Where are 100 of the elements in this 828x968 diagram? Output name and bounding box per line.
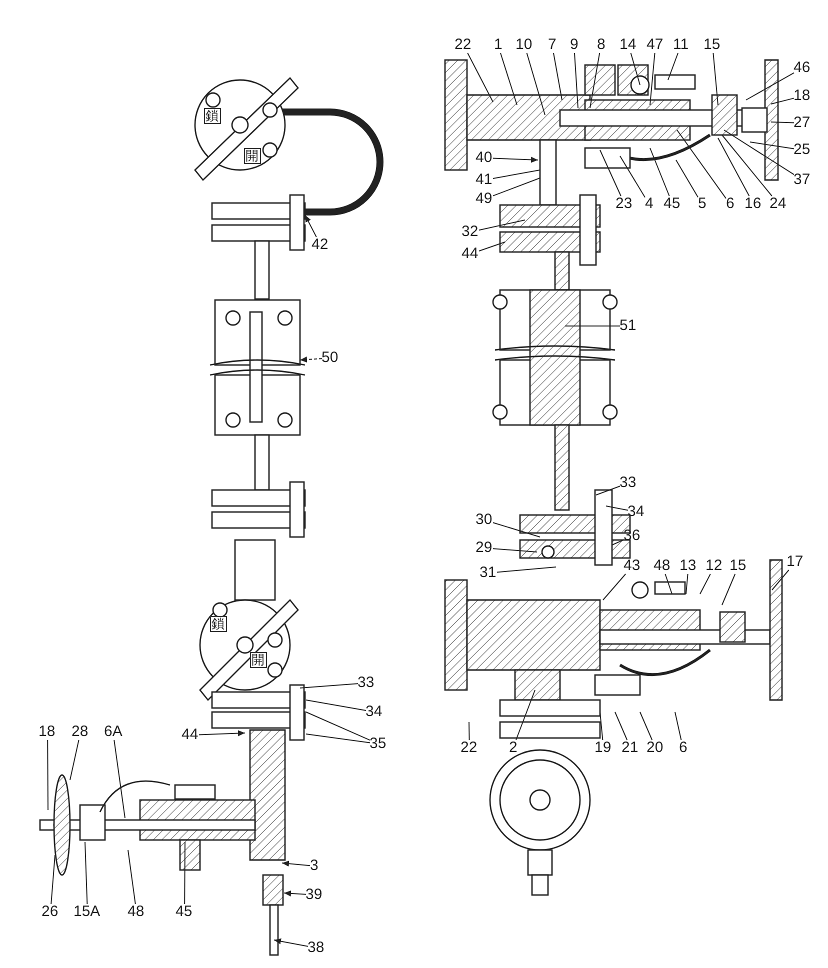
callout-number: 16 — [744, 196, 762, 212]
leader-line — [770, 98, 794, 104]
callout-number: 18 — [794, 88, 810, 104]
callout-number: 34 — [366, 704, 382, 720]
plate-character: 鎖 — [204, 108, 220, 124]
callout-number: 38 — [308, 940, 324, 956]
callout-number: 17 — [786, 554, 804, 570]
callout-number: 1 — [494, 37, 502, 53]
callout-number: 37 — [794, 172, 810, 188]
leader-line — [47, 740, 48, 810]
leader-line — [516, 690, 536, 740]
leader-line — [282, 860, 310, 867]
leader-line — [770, 122, 794, 124]
callout-number: 15A — [74, 904, 100, 920]
leader-line — [590, 52, 600, 108]
leader-line — [676, 130, 726, 199]
leader-line — [600, 150, 622, 196]
leader-line — [284, 890, 306, 896]
leader-line — [722, 134, 772, 196]
callout-number: 51 — [620, 318, 636, 334]
callout-number: 45 — [176, 904, 192, 920]
plate-character: 鎖 — [210, 616, 226, 632]
callout-number: 22 — [460, 740, 478, 756]
leader-line — [718, 138, 750, 196]
leader-line — [300, 356, 322, 363]
plate-character: 開 — [244, 148, 260, 164]
leader-line — [492, 178, 540, 196]
callout-number: 48 — [654, 558, 670, 574]
leader-line — [606, 506, 628, 511]
leader-line — [526, 52, 546, 116]
leader-line — [306, 700, 366, 711]
callout-number: 15 — [730, 558, 746, 574]
leader-line — [620, 156, 646, 198]
leader-line — [84, 842, 88, 904]
leader-line — [746, 72, 794, 100]
leader-line — [722, 574, 736, 606]
callout-number: 45 — [664, 196, 680, 212]
leader-line — [664, 574, 672, 594]
callout-number: 48 — [128, 904, 144, 920]
callout-number: 4 — [645, 196, 654, 212]
callout-number: 15 — [704, 37, 720, 53]
callout-number: 40 — [476, 150, 492, 166]
leader-line — [712, 52, 718, 106]
leader-line — [468, 722, 470, 740]
callout-number: 23 — [616, 196, 632, 212]
callout-number: 50 — [322, 350, 338, 366]
callout-number: 6A — [104, 724, 122, 740]
leader-line — [306, 734, 370, 744]
leader-line — [676, 160, 698, 198]
leader-line — [596, 486, 620, 496]
leader-line — [640, 712, 653, 740]
callout-number: 14 — [620, 37, 636, 53]
callout-number: 18 — [38, 724, 56, 740]
callout-number: 49 — [476, 191, 492, 207]
callout-number: 5 — [698, 196, 706, 212]
callout-number: 33 — [358, 675, 374, 691]
callout-number: 46 — [794, 60, 810, 76]
callout-number: 44 — [462, 246, 478, 262]
callout-number: 19 — [594, 740, 612, 756]
leader-line — [553, 52, 562, 100]
callout-number: 8 — [597, 37, 606, 53]
leader-line — [650, 148, 670, 196]
callout-number: 29 — [476, 540, 492, 556]
leader-line — [700, 574, 711, 594]
callout-number: 30 — [476, 512, 492, 528]
callout-number: 3 — [310, 858, 318, 874]
leader-line — [650, 52, 656, 106]
leader-line — [602, 574, 626, 600]
leader-line — [668, 52, 678, 80]
callout-number: 27 — [794, 115, 810, 131]
callout-number: 20 — [646, 740, 664, 756]
leader-line — [274, 938, 308, 947]
callout-number: 10 — [516, 37, 532, 53]
leader-line — [306, 712, 370, 741]
callout-number: 32 — [462, 224, 478, 240]
callout-number: 43 — [624, 558, 640, 574]
callout-number: 6 — [726, 196, 734, 212]
leader-line — [674, 712, 682, 740]
callout-number: 28 — [72, 724, 88, 740]
callout-number: 35 — [370, 736, 386, 752]
leader-line — [128, 850, 136, 904]
callout-number: 47 — [646, 37, 664, 53]
callout-number: 39 — [306, 887, 322, 903]
leader-line — [686, 574, 688, 594]
callout-number: 44 — [182, 727, 198, 743]
callout-number: 22 — [454, 37, 472, 53]
callout-number: 21 — [622, 740, 638, 756]
leader-line — [612, 539, 624, 546]
leader-line — [614, 712, 628, 740]
leader-line — [492, 170, 540, 179]
callout-number: 2 — [509, 740, 518, 756]
callout-number: 33 — [620, 475, 636, 491]
callout-number: 41 — [476, 172, 492, 188]
leader-line — [492, 522, 540, 538]
plate-character: 開 — [250, 652, 266, 668]
leader-line — [750, 142, 794, 150]
leader-line — [574, 52, 578, 108]
callout-number: 24 — [770, 196, 786, 212]
leader-line — [304, 214, 317, 238]
leader-line — [114, 740, 126, 818]
